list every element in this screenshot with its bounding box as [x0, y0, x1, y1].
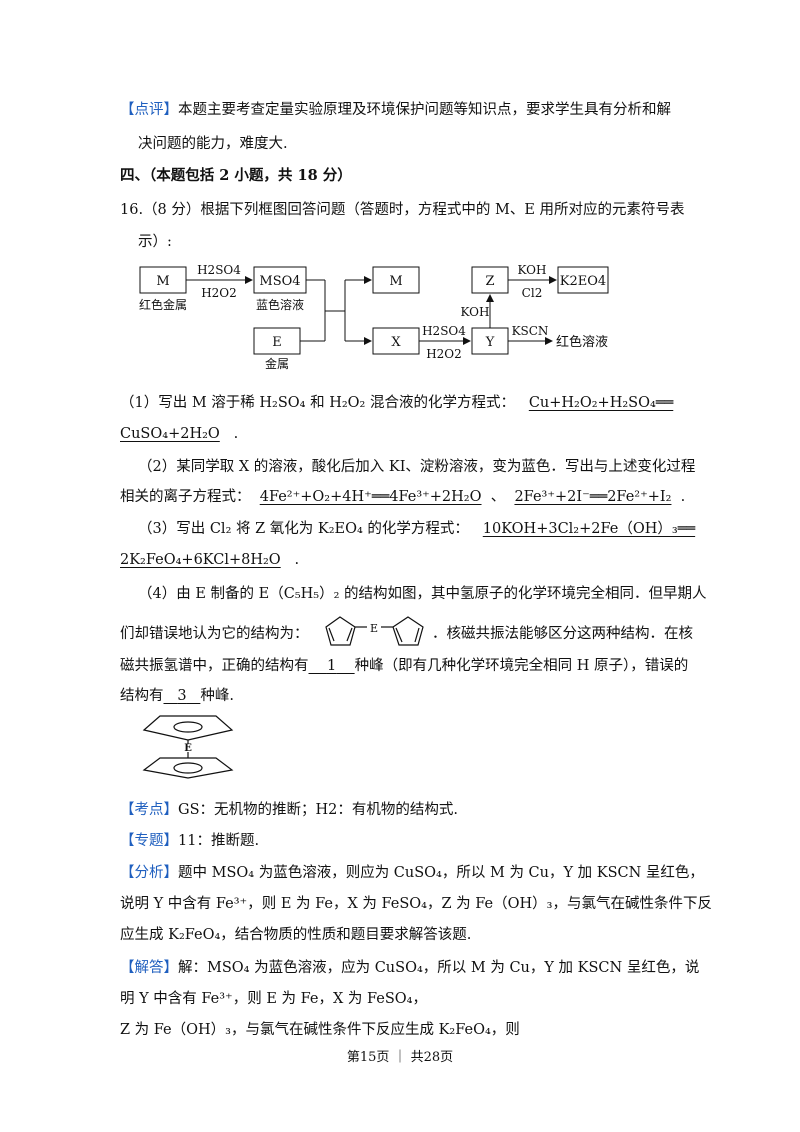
fenxi-line-3: 应生成 K₂FeO₄，结合物质的性质和题目要求解答该题.: [120, 927, 472, 943]
label-k2eo4: K2EO4: [560, 274, 606, 289]
zhuanti-line: 【专题】11：推断题.: [120, 833, 260, 849]
label-z: Z: [485, 274, 494, 289]
p2-answer-1: 4Fe²⁺+O₂+4H⁺══4Fe³⁺+2H₂O: [259, 489, 482, 505]
p3-line-2: 2K₂FeO₄+6KCl+8H₂O .: [120, 552, 300, 568]
review-tag: 【点评】: [120, 102, 178, 118]
label-x: X: [391, 335, 401, 350]
fenxi-line-1: 【分析】题中 MSO₄ 为蓝色溶液，则应为 CuSO₄，所以 M 为 Cu，Y …: [120, 865, 704, 881]
p4-answer-1: 1: [326, 658, 337, 674]
arrow3-top: KOH: [518, 263, 547, 277]
page-footer: 第15页 ｜ 共28页: [346, 1050, 454, 1065]
p4-line-2: 们却错误地认为它的结构为：: [120, 626, 309, 642]
p2-answer-2: 2Fe³⁺+2I⁻══2Fe²⁺+I₂: [514, 489, 672, 505]
label-m2: M: [389, 274, 402, 289]
kaodian-line: 【考点】GS：无机物的推断；H2：有机物的结构式.: [120, 802, 458, 818]
p3-line-1: （3）写出 Cl₂ 将 Z 氧化为 K₂EO₄ 的化学方程式： 10KOH+3C…: [138, 521, 696, 537]
label-y: Y: [485, 335, 495, 350]
arrow2-bottom: H2O2: [426, 347, 462, 361]
arrow3-bottom: Cl2: [522, 286, 543, 300]
label-m1: M: [156, 274, 169, 289]
q16-stem-1: 16.（8 分）根据下列框图回答问题（答题时，方程式中的 M、E 用所对应的元素…: [120, 202, 685, 218]
label-e: E: [272, 335, 282, 350]
label-mso4: MSO4: [259, 274, 300, 289]
p1-line-1: （1）写出 M 溶于稀 H₂SO₄ 和 H₂O₂ 混合液的化学方程式： Cu+H…: [120, 395, 674, 411]
review-line-1: 【点评】本题主要考查定量实验原理及环境保护问题等知识点，要求学生具有分析和解: [120, 102, 671, 118]
p2-line-1: （2）某同学取 X 的溶液，酸化后加入 KI、淀粉溶液，变为蓝色．写出与上述变化…: [138, 459, 696, 475]
p3-answer-2: 2K₂FeO₄+6KCl+8H₂O: [120, 552, 281, 568]
caption-blue-solution: 蓝色溶液: [256, 297, 304, 312]
arrow1-bottom: H2O2: [201, 286, 237, 300]
fenxi-tag: 【分析】: [120, 865, 178, 881]
arrow1-top: H2SO4: [197, 263, 241, 277]
p4-line-1: （4）由 E 制备的 E（C₅H₅）₂ 的结构如图，其中氢原子的化学环境完全相同…: [138, 586, 707, 602]
p1-answer-1: Cu+H₂O₂+H₂SO₄══: [528, 395, 674, 411]
review-line-2: 决问题的能力，难度大.: [138, 136, 288, 152]
ferrocene-e-label: E: [184, 743, 192, 754]
p2-line-2: 相关的离子方程式： 4Fe²⁺+O₂+4H⁺══4Fe³⁺+2H₂O 、 2Fe…: [120, 489, 686, 505]
flow-diagram: M 红色金属 H2SO4 H2O2 MSO4 蓝色溶液 E 金属 M X H2S…: [139, 263, 609, 370]
box-m2: [372, 266, 420, 294]
wrong-structure-e-label: E: [370, 622, 378, 635]
section-title: 四、（本题包括 2 小题，共 18 分）: [120, 167, 352, 184]
jieda-line-2: 明 Y 中含有 Fe³⁺，则 E 为 Fe，X 为 FeSO₄，: [120, 991, 427, 1007]
wrong-structure-icon: E: [325, 616, 424, 646]
p4-line-3: 磁共振氢谱中，正确的结构有 1 种峰（即有几种化学环境完全相同 H 原子），错误…: [120, 658, 689, 674]
jieda-line-3: Z 为 Fe（OH）₃，与氯气在碱性条件下反应生成 K₂FeO₄，则: [120, 1022, 520, 1038]
caption-metal: 金属: [265, 356, 289, 370]
arrow4-top: KSCN: [512, 324, 549, 338]
jieda-tag: 【解答】: [120, 960, 178, 976]
jieda-line-1: 【解答】解：MSO₄ 为蓝色溶液，应为 CuSO₄，所以 M 为 Cu，Y 加 …: [120, 960, 700, 976]
box-k2eo4: [557, 266, 609, 294]
kaodian-tag: 【考点】: [120, 802, 178, 818]
p1-line-2: CuSO₄+2H₂O .: [120, 426, 239, 442]
result-red-solution: 红色溶液: [556, 334, 608, 350]
p4-line-4: 结构有 3 种峰.: [120, 688, 234, 704]
zhuanti-tag: 【专题】: [120, 833, 178, 849]
p4-line-2b: ．核磁共振法能够区分这两种结构．在核: [432, 626, 693, 642]
arrow-up-koh: KOH: [461, 305, 490, 319]
q16-stem-2: 示）:: [138, 234, 172, 250]
fenxi-line-2: 说明 Y 中含有 Fe³⁺，则 E 为 Fe，X 为 FeSO₄，Z 为 Fe（…: [120, 896, 712, 912]
caption-red-metal: 红色金属: [139, 297, 187, 312]
arrow2-top: H2SO4: [422, 324, 466, 338]
p1-answer-2: CuSO₄+2H₂O: [120, 426, 220, 442]
p3-answer-1: 10KOH+3Cl₂+2Fe（OH）₃══: [482, 521, 696, 537]
ferrocene-structure-icon: E: [142, 715, 234, 779]
p4-answer-2: 3: [177, 688, 187, 704]
